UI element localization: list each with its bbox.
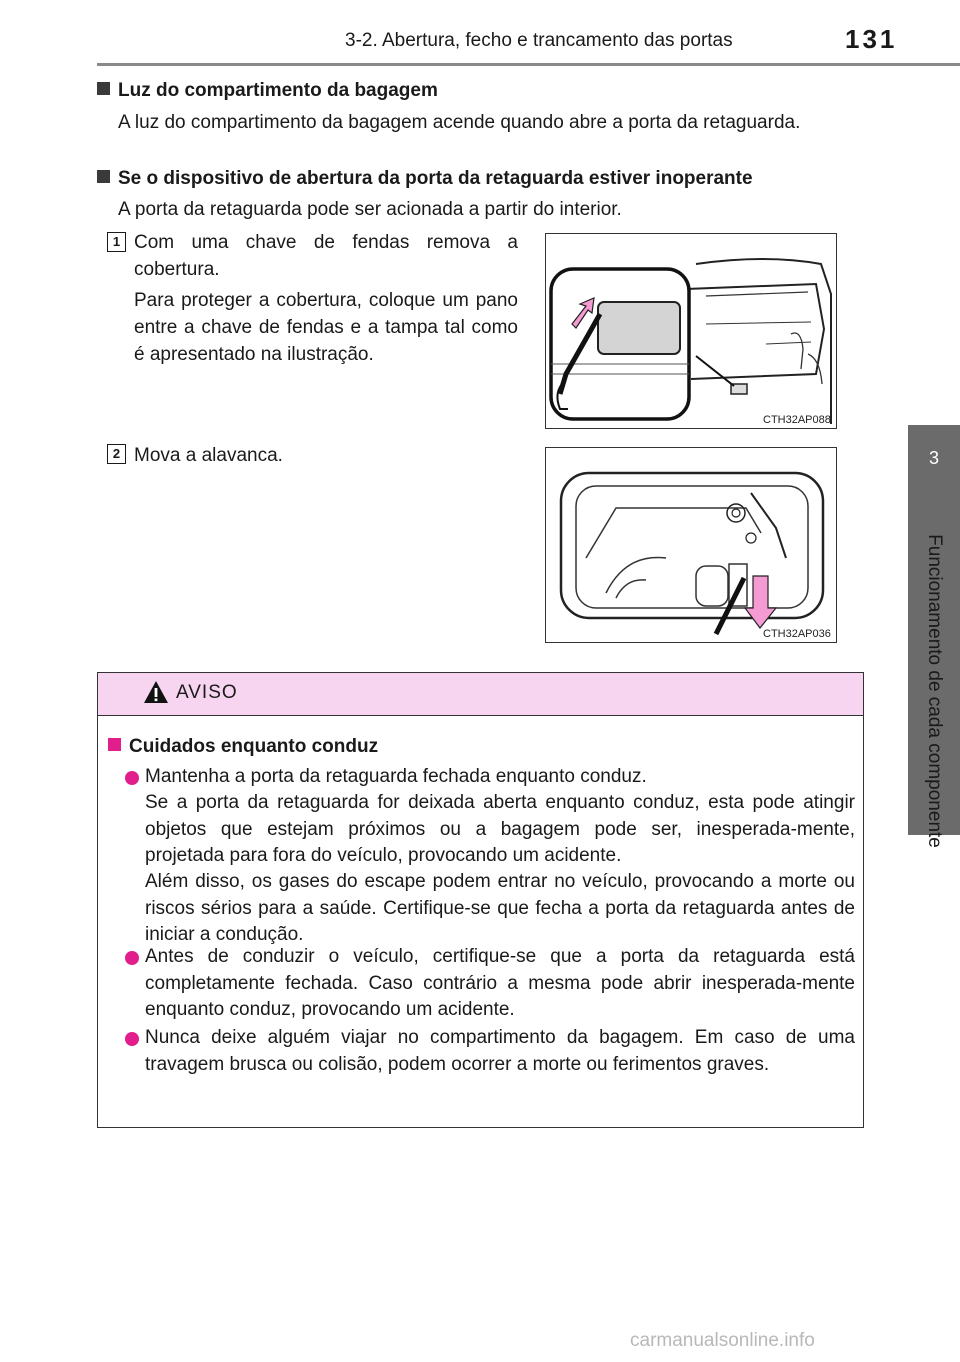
warning-bullet-lead: Antes de conduzir o veículo, certifique-… (145, 946, 855, 1020)
bullet-dot-icon (125, 771, 139, 785)
figure-code: CTH32AP036 (763, 628, 831, 640)
square-bullet-icon (97, 82, 110, 95)
chapter-label-container: Funcionamento de cada componente (906, 520, 960, 860)
chapter-number: 3 (928, 448, 939, 468)
warning-box (97, 672, 864, 1128)
square-bullet-icon (108, 738, 121, 751)
warning-triangle-icon (143, 680, 169, 709)
warning-title: AVISO (176, 682, 238, 703)
warning-bullet-lead: Nunca deixe alguém viajar no compartimen… (145, 1027, 855, 1075)
lever-illustration: CTH32AP036 (559, 471, 831, 640)
header-divider (97, 63, 960, 66)
running-header-title: 3-2. Abertura, fecho e trancamento das p… (345, 30, 733, 51)
figure-remove-cover: CTH32AP088 (545, 233, 837, 429)
section-paragraph: A porta da retaguarda pode ser acionada … (118, 199, 622, 220)
section-heading: Luz do compartimento da bagagem (97, 80, 438, 102)
square-bullet-icon (97, 170, 110, 183)
section-heading: Se o dispositivo de abertura da porta da… (97, 168, 753, 190)
bullet-dot-icon (125, 1032, 139, 1046)
watermark: carmanualsonline.info (630, 1330, 815, 1351)
chapter-label: Funcionamento de cada componente (924, 534, 945, 848)
step-text: Com uma chave de fendas remova a cobertu… (134, 232, 518, 280)
tailgate-cover-illustration: CTH32AP088 (549, 258, 832, 426)
section-paragraph: A luz do compartimento da bagagem acende… (118, 112, 801, 133)
warning-header (98, 673, 863, 716)
step-text: Mova a alavanca. (134, 445, 283, 466)
page-number: 131 (845, 24, 898, 54)
figure-move-lever: CTH32AP036 (545, 447, 837, 643)
chapter-side-tab (908, 425, 960, 835)
warning-bullet-paragraph: Além disso, os gases do escape podem ent… (145, 871, 855, 945)
warning-bullet-lead: Mantenha a porta da retaguarda fechada e… (145, 766, 647, 787)
step-number-badge: 1 (107, 232, 126, 252)
step-note: Para proteger a cobertura, coloque um pa… (134, 290, 518, 365)
figure-code: CTH32AP088 (763, 414, 831, 426)
step-number-badge: 2 (107, 444, 126, 464)
bullet-dot-icon (125, 951, 139, 965)
warning-bullet-paragraph: Se a porta da retaguarda for deixada abe… (145, 792, 855, 866)
warning-heading: Cuidados enquanto conduz (108, 736, 378, 758)
